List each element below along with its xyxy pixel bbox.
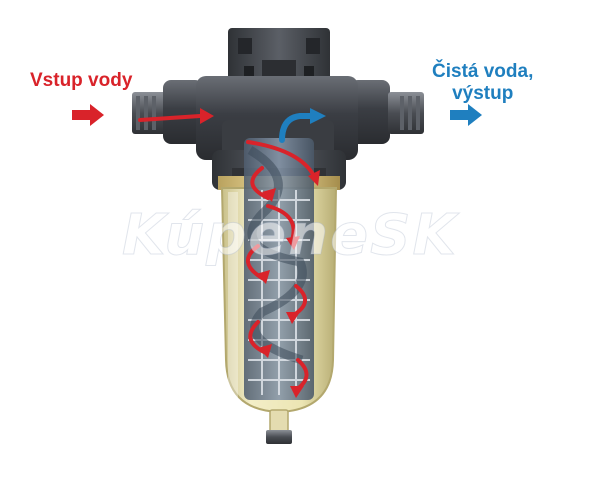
outlet-label-line2: výstup bbox=[452, 83, 514, 104]
outflow-arrow bbox=[279, 108, 326, 143]
outlet-label-line1: Čistá voda, bbox=[432, 61, 534, 82]
outlet-label: Čistá voda, výstup bbox=[432, 61, 533, 105]
arrow-right-icon bbox=[72, 104, 104, 126]
inflow-arrowheads bbox=[200, 108, 320, 398]
watermark-text: KúpeneSK bbox=[122, 203, 458, 269]
inlet-label: Vstup vody bbox=[30, 70, 133, 91]
mounting-bracket bbox=[228, 28, 330, 82]
outlet-connector bbox=[350, 80, 424, 144]
drain-valve bbox=[266, 409, 292, 444]
inlet-connector bbox=[132, 80, 203, 144]
arrow-right-icon bbox=[450, 104, 482, 126]
